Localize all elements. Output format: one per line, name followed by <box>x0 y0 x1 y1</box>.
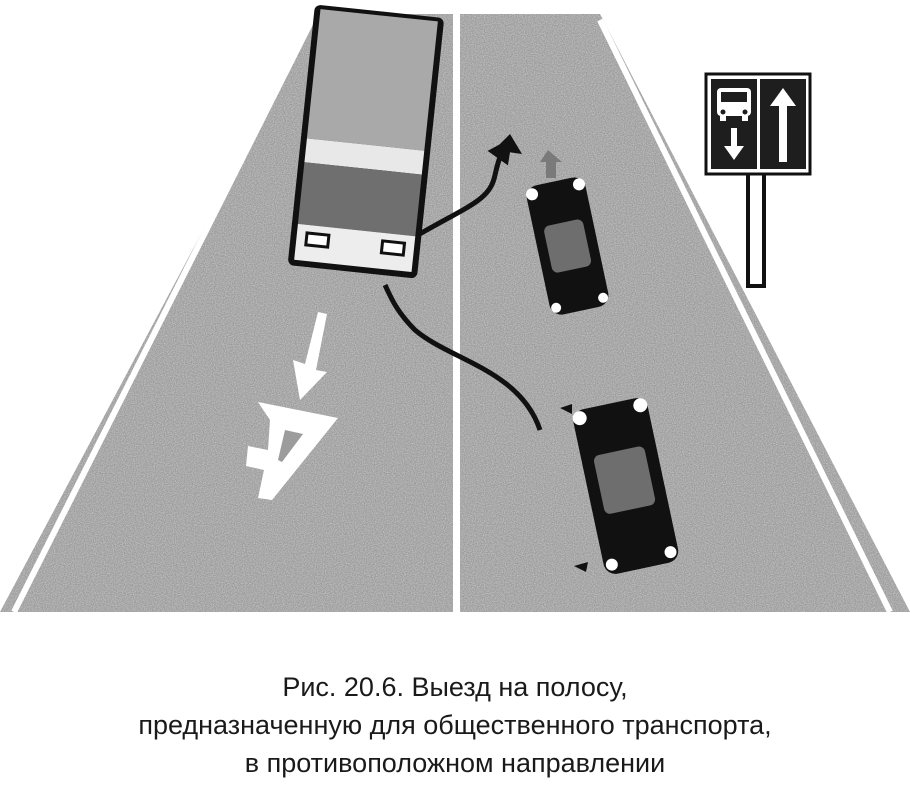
bus-roof <box>306 9 438 151</box>
oncoming-car-light <box>551 302 562 313</box>
ghost-arrow-icon <box>540 150 562 178</box>
arrow-up-icon <box>770 88 796 162</box>
oncoming-car-light <box>598 292 609 303</box>
oncoming-car <box>526 177 609 315</box>
bus-rear-stripe <box>297 162 422 237</box>
bus <box>288 5 444 279</box>
sign-pole <box>746 166 766 288</box>
right-edge-line <box>597 18 893 614</box>
bus-lane-letter-a-marking <box>246 402 338 500</box>
oncoming-car-light <box>573 178 586 191</box>
overtaking-car-light <box>633 398 648 413</box>
car-overtake-path <box>416 137 513 238</box>
left-edge-line <box>11 18 315 614</box>
caption-line-3: в противоположном направлении <box>244 748 666 778</box>
center-divider-line <box>453 14 460 612</box>
bus-lane-road-sign <box>704 72 812 288</box>
road-edge-lines <box>11 18 893 614</box>
overtaking-car-light <box>664 546 677 559</box>
oncoming-car-windshield <box>544 219 592 273</box>
overtaking-car-light <box>572 411 587 426</box>
bus-left-light <box>304 231 331 249</box>
bus-white-band <box>304 138 425 175</box>
overtake-arrow-head-icon <box>494 134 522 154</box>
road-illustration <box>0 5 910 614</box>
turn-signal-icon <box>560 404 572 414</box>
overtaking-car <box>572 398 679 574</box>
lane-arrow-marking <box>293 312 327 400</box>
car-trajectory-path <box>382 283 543 431</box>
turn-signal-icon <box>574 562 588 572</box>
overtaking-car-windshield <box>593 446 656 514</box>
figure-caption: Рис. 20.6. Выезд на полосу, предназначен… <box>0 668 910 782</box>
caption-line-1: Рис. 20.6. Выезд на полосу, <box>282 672 628 702</box>
bus-icon <box>717 88 751 121</box>
oncoming-car-light <box>526 188 539 201</box>
arrow-down-icon <box>724 128 744 160</box>
bus-right-light <box>379 239 407 257</box>
overtaking-car-light <box>605 558 618 571</box>
caption-line-2: предназначенную для общественного трансп… <box>138 710 772 740</box>
